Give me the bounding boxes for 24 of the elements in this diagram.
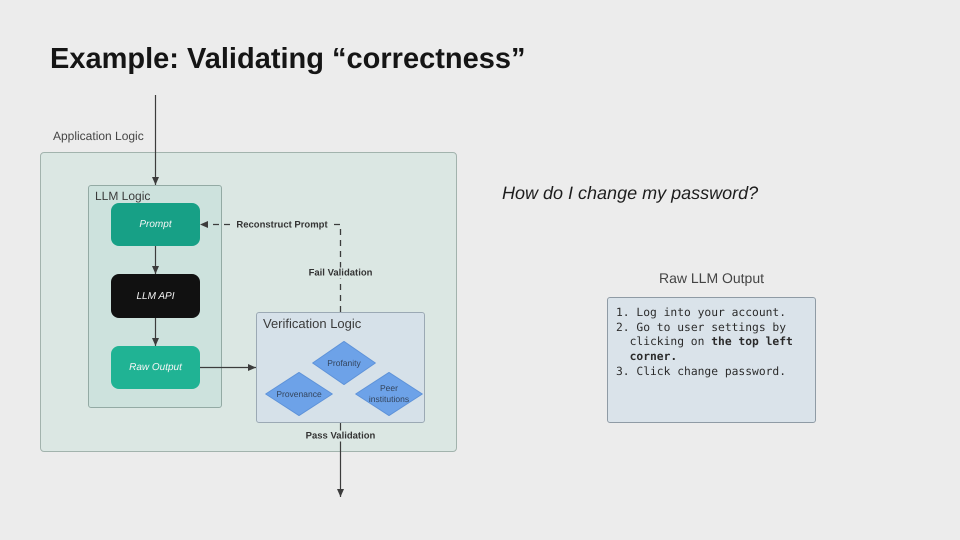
- output-line: 1. Log into your account.: [616, 306, 788, 321]
- group-box: [88, 185, 222, 408]
- slide-title: Example: Validating “correctness”: [50, 42, 526, 77]
- arrow: [337, 423, 344, 497]
- arrow: [152, 246, 159, 274]
- section-label: Application Logic: [53, 129, 144, 143]
- question-text: How do I change my password?: [502, 183, 758, 204]
- group-heading: Verification Logic: [263, 316, 362, 331]
- group-box: [256, 312, 425, 423]
- decision-diamond: Profanity: [312, 341, 376, 385]
- process-box: LLM API: [111, 274, 200, 318]
- process-box: Prompt: [111, 203, 200, 246]
- output-line: 3. Click change password.: [616, 364, 788, 380]
- container-box: [40, 152, 457, 452]
- step-label: Reconstruct Prompt: [233, 219, 331, 230]
- arrow: [152, 318, 159, 346]
- panel-heading: Raw LLM Output: [658, 270, 766, 286]
- decision-diamond: Peer institutions: [355, 372, 423, 416]
- process-box: Raw Output: [111, 346, 200, 389]
- decision-diamond: Provenance: [265, 372, 333, 416]
- group-heading: LLM Logic: [95, 189, 150, 203]
- arrow: [152, 95, 159, 185]
- output-line: 2. Go to user settings by clicking on the top left corner.: [616, 320, 794, 365]
- arrow: [200, 364, 256, 371]
